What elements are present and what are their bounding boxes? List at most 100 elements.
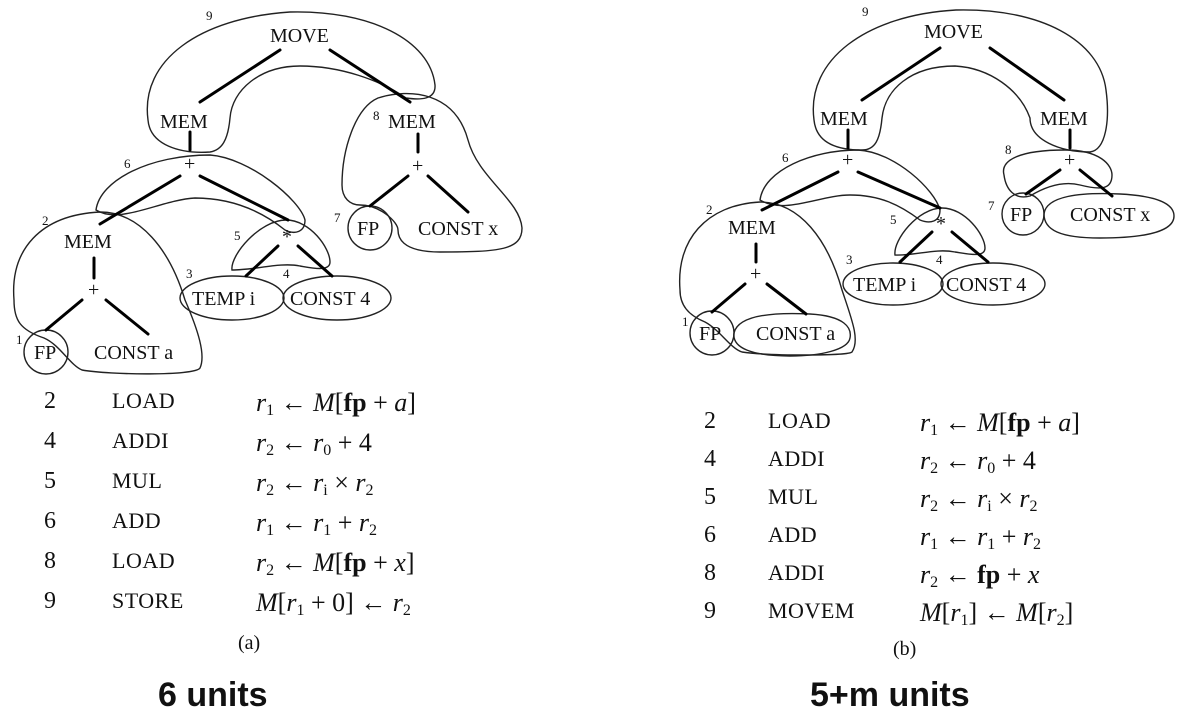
node-times: * [282,226,292,248]
cost-label-b: 5+m units [810,676,970,714]
tile-9-b [812,9,1109,153]
tile-3-b [842,262,944,306]
instruction-expression: r2 ← r0 + 4 [256,428,372,459]
cost-label-a: 6 units [158,676,268,714]
node-const-x: CONST x [418,218,498,240]
edge-plus-mem-a-a [98,174,182,226]
tile-6-b [759,149,941,223]
instruction-opcode: ADD [112,508,162,533]
node-const-x: CONST x [1070,204,1150,226]
instruction-expression: r2 ← M[fp + x] [256,548,415,579]
instruction-expression: r2 ← ri × r2 [256,468,374,499]
instruction-opcode: MUL [112,468,163,493]
tree-a: MOVE MEM MEM + + MEM * FP CONST x + TEMP… [12,8,523,375]
node-temp-i: TEMP i [192,288,256,310]
tile-5-a [231,219,331,271]
node-plus-dst: + [842,149,853,171]
tile-number-1: 1 [682,314,689,329]
node-const-4: CONST 4 [946,274,1026,296]
instruction-expression: r1 ← M[fp + a] [256,388,416,419]
instruction-opcode: LOAD [112,388,176,413]
edge-times-const4-a [296,244,334,278]
node-fp-a: FP [699,323,721,345]
edge-plus-fp-x-a [368,174,410,208]
tile-number-4: 4 [283,266,290,281]
node-mem-dst: MEM [820,108,868,130]
instruction-opcode: STORE [112,588,184,613]
tile-number-7: 7 [334,210,341,225]
tile-3-a [179,275,285,321]
edge-plus-const-x-b [1078,168,1114,198]
tile-number-8: 8 [373,108,380,123]
tile-6-a [95,154,306,233]
edge-times-const4-b [950,230,990,264]
node-mem-dst: MEM [160,111,208,133]
edge-times-temp-b [898,230,934,264]
node-fp-a: FP [34,342,56,364]
instruction-number: 2 [44,388,56,414]
tile-number-8: 8 [1005,142,1012,157]
tile-number-3: 3 [846,252,853,267]
tree-b: MOVE MEM MEM + + MEM * FP CONST x + TEMP… [678,4,1175,357]
tile-8-a [341,92,523,253]
tile-number-4: 4 [936,252,943,267]
instruction-number: 8 [44,548,56,574]
edge-move-mem-src-b [988,46,1066,102]
tile-const-a-b [733,312,851,357]
node-move: MOVE [924,21,983,43]
tile-number-5: 5 [234,228,241,243]
tile-4-b [940,262,1046,306]
tile-2-b [678,201,856,356]
instruction-opcode: MUL [768,484,819,509]
node-const-4: CONST 4 [290,288,370,310]
caption-b: (b) [893,638,917,660]
instruction-expression: r2 ← ri × r2 [920,484,1038,515]
instruction-expression: r2 ← fp + x [920,560,1040,591]
edge-plus-const-a-a [104,298,150,336]
tile-number-2: 2 [42,213,49,228]
instruction-number: 9 [704,598,716,624]
tile-number-6: 6 [782,150,789,165]
edge-move-mem-src-a [328,48,412,104]
node-mem-a: MEM [64,231,112,253]
instruction-opcode: ADDI [768,446,825,471]
instruction-list-a: 2 LOAD r1 ← M[fp + a] 4 ADDI r2 ← r0 + 4… [44,388,504,638]
instruction-number: 6 [704,522,716,548]
node-plus-dst: + [184,153,195,175]
instruction-opcode: ADDI [768,560,825,585]
tile-number-2: 2 [706,202,713,217]
tile-8-b [1002,149,1113,198]
instruction-opcode: MOVEM [768,598,855,623]
edge-plus-times-a [198,174,290,222]
instruction-expression: r1 ← r1 + r2 [920,522,1042,553]
node-fp-x: FP [1010,204,1032,226]
node-move: MOVE [270,25,329,47]
edge-plus-fp-a-a [44,298,84,332]
instruction-number: 4 [44,428,56,454]
node-mem-src: MEM [388,111,436,133]
node-plus-a: + [88,279,99,301]
instruction-expression: M[r1] ← M[r2] [920,598,1074,629]
edge-plus-times-b [856,170,942,210]
node-temp-i: TEMP i [853,274,917,296]
edge-times-temp-a [244,244,280,278]
edge-plus-mem-a-b [760,170,840,212]
tile-const-x-b [1043,192,1175,239]
instruction-expression: M[r1 + 0] ← r2 [256,588,411,619]
edge-plus-const-x-a [426,174,470,214]
tile-number-7: 7 [988,198,995,213]
instruction-number: 5 [44,468,56,494]
instruction-opcode: ADDI [112,428,169,453]
node-const-a: CONST a [756,323,835,345]
instruction-number: 6 [44,508,56,534]
tile-number-9: 9 [862,4,869,19]
node-plus-a: + [750,263,761,285]
tile-number-5: 5 [890,212,897,227]
tile-2-a [12,211,203,375]
tile-5-b [894,207,986,256]
instruction-number: 8 [704,560,716,586]
edge-move-mem-dst-b [860,46,942,102]
edge-plus-fp-x-b [1024,168,1062,196]
instruction-opcode: LOAD [112,548,176,573]
